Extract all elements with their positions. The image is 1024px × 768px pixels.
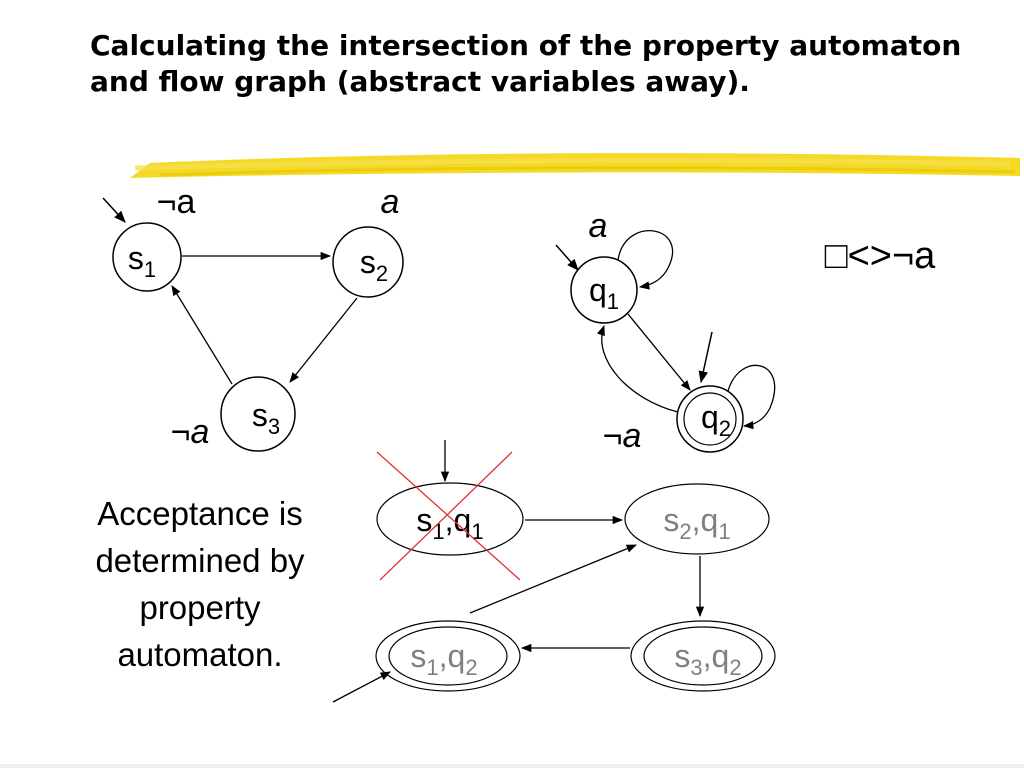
svg-text:s2,q1: s2,q1: [663, 502, 730, 544]
state-s1[interactable]: s1: [112, 222, 182, 292]
cross-line-1: [376, 451, 521, 581]
svg-text:s1,q1: s1,q1: [416, 502, 483, 544]
q2-initial-arrow: [698, 331, 713, 384]
footer-divider: [0, 764, 1024, 768]
edge-p12-p21: [469, 544, 637, 614]
flow-graph: s1 ¬a s2 a s3 ¬a: [102, 183, 404, 452]
cross-line-2: [379, 451, 513, 581]
product-automaton: s1,q1 s2,q1 s1,q2: [332, 440, 776, 703]
acceptance-note: Acceptance is determined by property aut…: [95, 495, 305, 673]
product-state-s2-q1[interactable]: s2,q1: [624, 483, 770, 555]
edge-s3-s1: [171, 285, 233, 385]
state-q1[interactable]: q1: [570, 256, 638, 324]
product-state-s3-q2[interactable]: s3,q2: [630, 620, 776, 692]
svg-text:s2: s2: [360, 244, 388, 286]
p12-initial-arrow: [332, 671, 391, 703]
ltl-formula: □<>¬a: [825, 235, 937, 277]
edge-q1-self-loop: [617, 230, 674, 290]
s2-sub: 2: [376, 261, 388, 286]
product-state-s1-q2[interactable]: s1,q2: [375, 620, 521, 692]
edge-q1-q2: [627, 313, 691, 391]
edge-q2-q1: [596, 325, 679, 413]
title-highlight: [130, 153, 1020, 178]
s1-initial-arrow: [102, 197, 126, 223]
slide-title: Calculating the intersection of the prop…: [90, 29, 962, 98]
s1-label: ¬a: [157, 183, 196, 221]
state-s2[interactable]: s2: [332, 226, 404, 298]
s3-label: ¬a: [171, 413, 210, 451]
s2-name: s: [360, 244, 376, 280]
q1-name: q: [589, 272, 607, 308]
product-state-s1-q1[interactable]: s1,q1: [376, 451, 524, 581]
svg-text:q2: q2: [701, 399, 731, 441]
svg-text:s3: s3: [252, 397, 280, 439]
s3-sub: 3: [268, 414, 280, 439]
edge-s2-s3: [289, 297, 358, 383]
q2-name: q: [701, 399, 719, 435]
q1-loop-label: a: [589, 207, 608, 245]
svg-text:s1: s1: [128, 240, 156, 282]
edge-q2-self-loop: [727, 364, 776, 430]
state-q2[interactable]: q2: [676, 385, 744, 453]
q2-sub: 2: [719, 416, 731, 441]
svg-text:s3,q2: s3,q2: [674, 638, 741, 680]
svg-text:q1: q1: [589, 272, 619, 314]
property-automaton: q1 a q2 ¬a □<>¬a: [555, 207, 937, 455]
q2-loop-label: ¬a: [603, 417, 642, 455]
s2-label: a: [381, 183, 400, 221]
state-s3[interactable]: s3: [220, 376, 296, 452]
svg-text:s1,q2: s1,q2: [410, 638, 477, 680]
q1-sub: 1: [607, 289, 619, 314]
q1-initial-arrow: [555, 244, 579, 271]
s1-sub: 1: [144, 257, 156, 282]
s1-name: s: [128, 240, 144, 276]
s3-name: s: [252, 397, 268, 433]
